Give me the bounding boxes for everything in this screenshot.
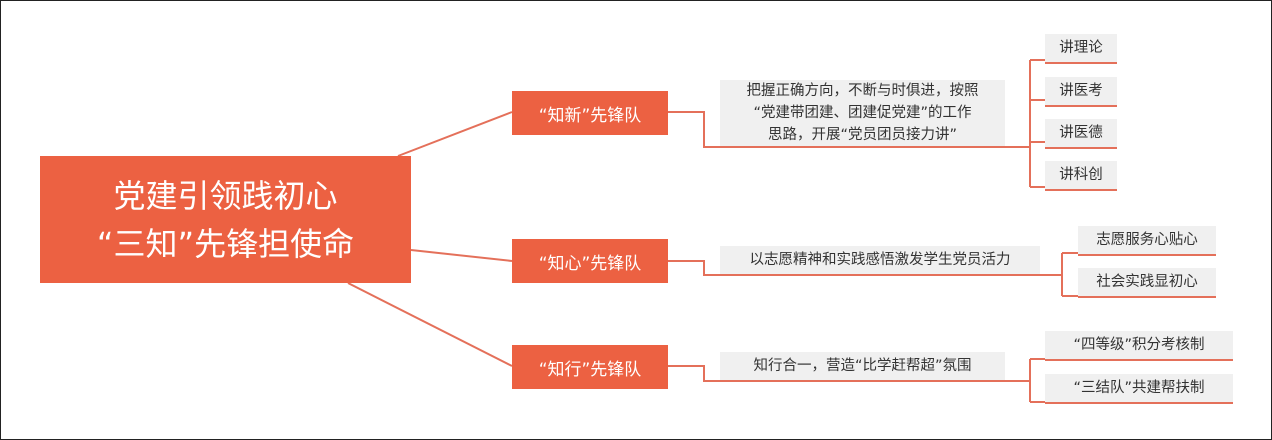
branch-3-description: 知行合一，营造“比学赶帮超”氛围 [720,352,1005,382]
branch-zhixing-action[interactable]: “知行”先锋队 [512,345,668,389]
branch-zhixin-heart[interactable]: “知心”先锋队 [512,239,668,283]
branch-zhixin-new[interactable]: “知新”先锋队 [512,91,668,135]
leaf-medical-exam[interactable]: 讲医考 [1045,77,1117,107]
central-topic-line-2: “三知”先锋担使命 [96,224,355,263]
leaf-medical-ethics[interactable]: 讲医德 [1045,119,1117,149]
leaf-science-innovation[interactable]: 讲科创 [1045,161,1117,191]
leaf-four-level-points[interactable]: “四等级”积分考核制 [1045,331,1233,361]
connector-branch-1-desc [668,111,720,148]
branch-2-description-line: 以志愿精神和实践感悟激发学生党员活力 [749,252,1011,268]
branch-3-description-line: 知行合一，营造“比学赶帮超”氛围 [753,358,972,374]
leaf-social-practice[interactable]: 社会实践显初心 [1078,268,1216,298]
connector-desc-2-leaves [1040,252,1078,297]
connector-branch-2-desc [668,260,720,276]
branch-1-description: 把握正确方向，不断与时俱进，按照 “党建带团建、团建促党建”的工作 思路，开展“… [720,80,1005,148]
leaf-theory[interactable]: 讲理论 [1045,34,1117,64]
central-topic: 党建引领践初心 “三知”先锋担使命 [40,156,411,283]
connector-root-branch-1 [397,111,513,157]
branch-2-description: 以志愿精神和实践感悟激发学生党员活力 [720,246,1040,276]
branch-1-description-line: 思路，开展“党员团员接力讲” [767,127,958,143]
connector-desc-3-leaves [1005,358,1045,403]
central-topic-line-1: 党建引领践初心 [113,176,338,215]
connector-branch-3-desc [668,365,720,382]
branch-1-description-line: “党建带团建、团建促党建”的工作 [753,105,972,121]
connector-root-branch-3 [347,282,513,367]
leaf-volunteer-service[interactable]: 志愿服务心贴心 [1078,226,1216,256]
connector-desc-1-leaves [1005,59,1045,188]
connector-root-branch-2 [410,249,513,262]
leaf-three-pairing-support[interactable]: “三结队”共建帮扶制 [1045,374,1233,404]
branch-1-description-line: 把握正确方向，不断与时俱进，按照 [746,83,979,99]
